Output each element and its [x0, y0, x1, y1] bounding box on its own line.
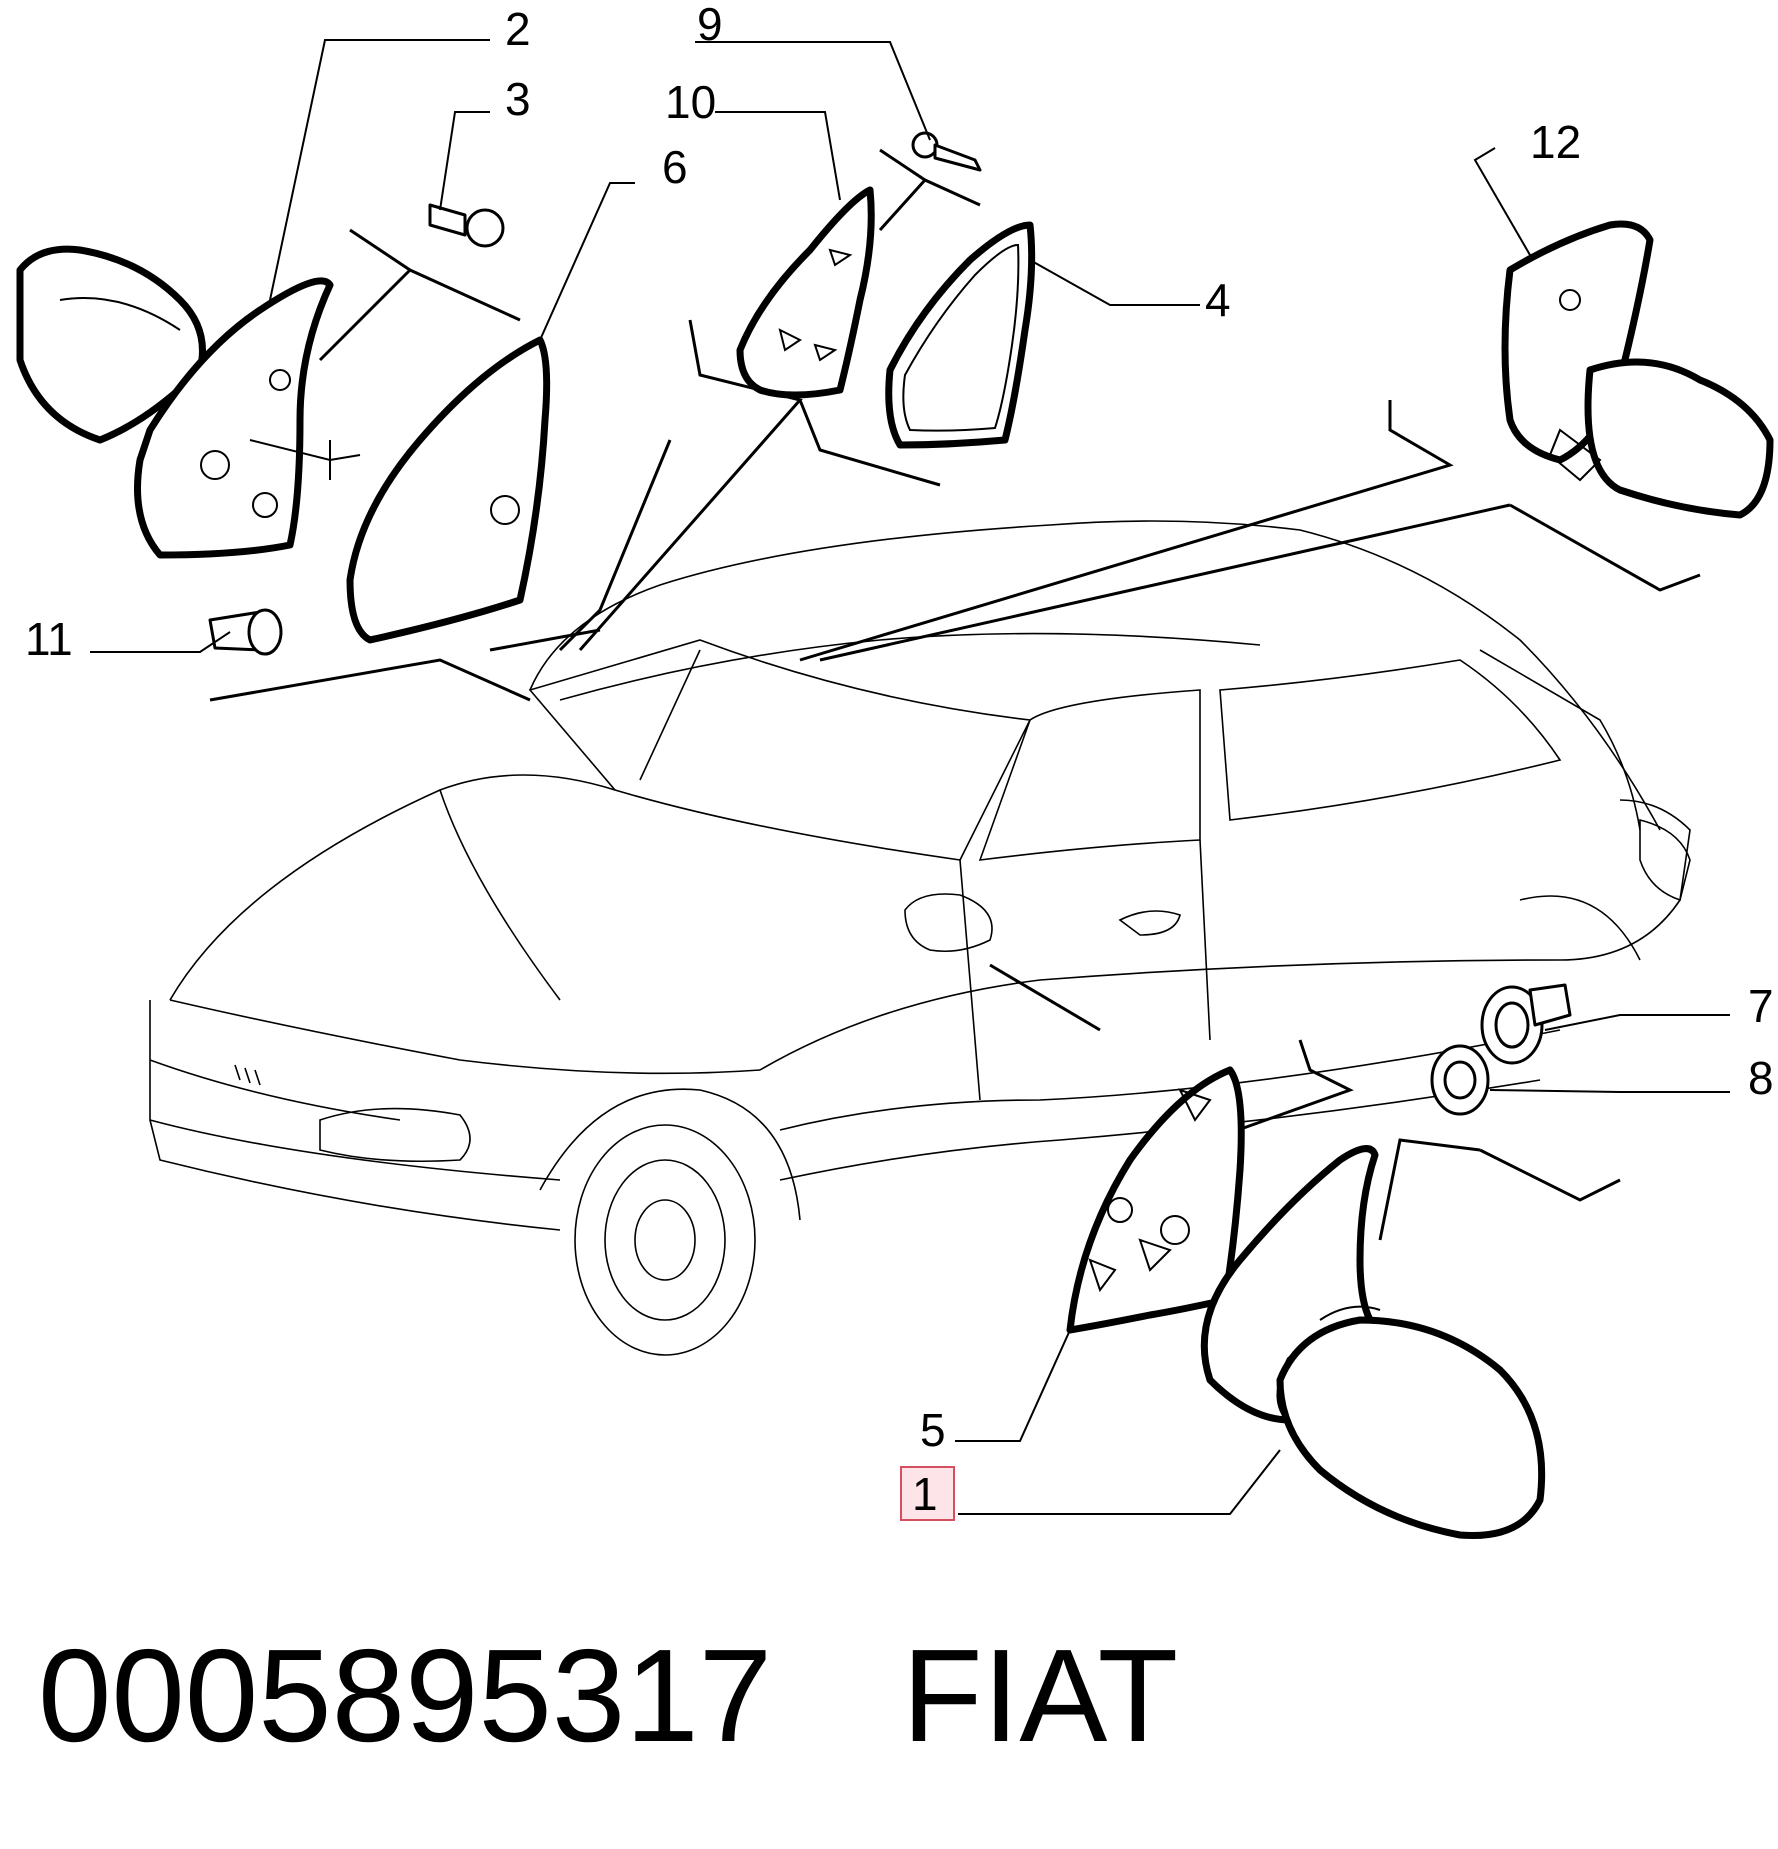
- part-9-screw: [911, 131, 982, 172]
- brand-name: FIAT: [902, 1622, 1179, 1769]
- callout-2: 2: [505, 3, 531, 55]
- callout-10: 10: [665, 76, 716, 128]
- part-1-exterior-mirror-right: [1200, 1145, 1546, 1540]
- callout-8: 8: [1748, 1052, 1774, 1104]
- callout-6: 6: [662, 141, 688, 193]
- callout-labels: 1 2 3 4 5 6 7 8 9 10 11 12: [25, 0, 1774, 1521]
- callout-leaders: [90, 39, 1730, 1515]
- callout-9: 9: [697, 0, 723, 50]
- leader-lines: [209, 148, 1701, 1241]
- callout-7: 7: [1748, 980, 1774, 1032]
- callout-1: 1: [912, 1468, 938, 1520]
- car-outline: [149, 520, 1691, 1356]
- part-number: 0005895317: [38, 1622, 773, 1769]
- part-10-triangle-cover: [736, 186, 875, 399]
- callout-1-highlight: [900, 1466, 955, 1521]
- part-2-mirror-housing-left: [16, 245, 361, 559]
- part-5-mirror-glass-right: [1066, 1066, 1245, 1334]
- part-7-grommet: [1480, 983, 1572, 1065]
- callout-3: 3: [505, 73, 531, 125]
- part-11-bushing: [208, 608, 283, 656]
- part-12-rear-view-mirror: [1501, 220, 1774, 519]
- callout-4: 4: [1205, 274, 1231, 326]
- part-4-triangle-seal: [885, 221, 1036, 449]
- callout-12: 12: [1530, 116, 1581, 168]
- part-6-mirror-glass-left: [346, 336, 551, 644]
- part-8-grommet: [1430, 1044, 1490, 1116]
- callout-11: 11: [25, 613, 73, 665]
- part-3-screw: [428, 203, 505, 248]
- callout-5: 5: [920, 1404, 946, 1456]
